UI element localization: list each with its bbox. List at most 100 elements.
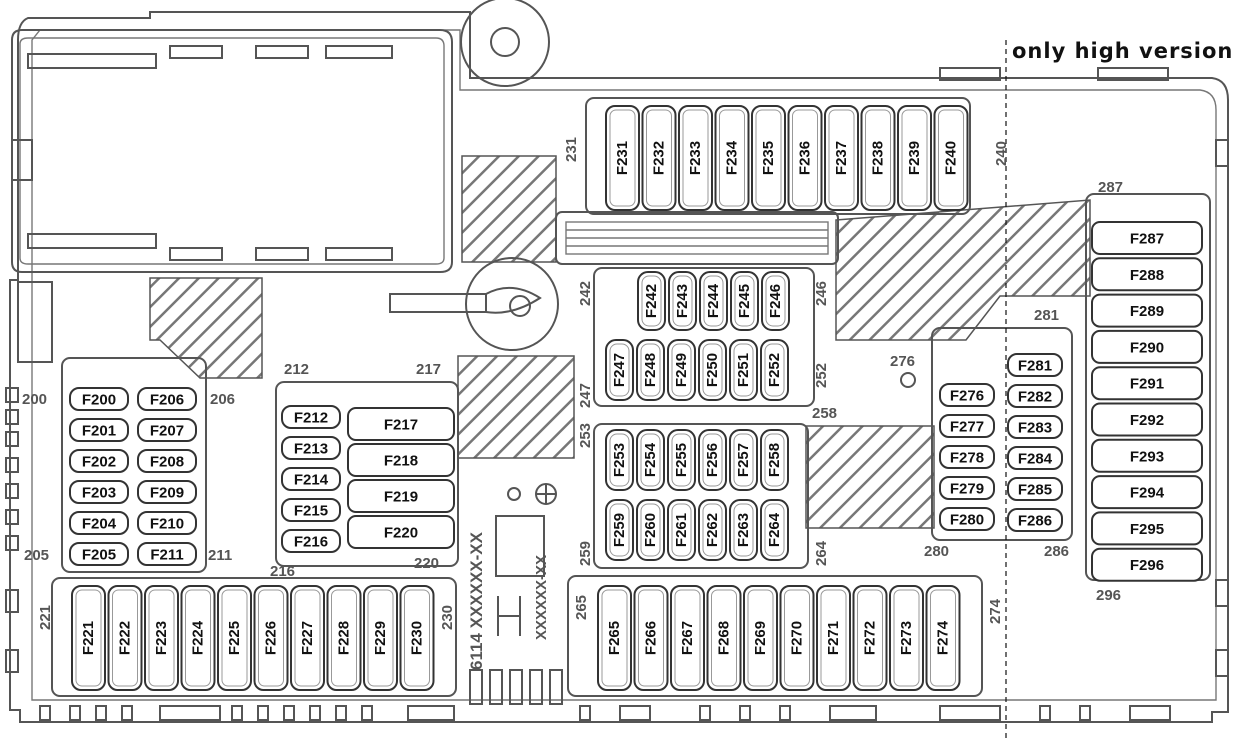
fuse-f257[interactable]: F257 [729, 429, 758, 491]
fuse-f247[interactable]: F247 [605, 339, 634, 401]
fuse-f289[interactable]: F289 [1091, 293, 1203, 328]
fuse-f270[interactable]: F270 [779, 585, 815, 691]
group-label-281: 281 [1034, 307, 1059, 324]
fuse-f244[interactable]: F244 [699, 271, 728, 331]
fuse-f277[interactable]: F277 [939, 414, 995, 438]
fuse-f248[interactable]: F248 [636, 339, 665, 401]
fuse-f278[interactable]: F278 [939, 445, 995, 469]
fuse-f240[interactable]: F240 [933, 105, 969, 211]
fuse-f280[interactable]: F280 [939, 507, 995, 531]
fuse-f290[interactable]: F290 [1091, 329, 1203, 364]
fuse-f231[interactable]: F231 [605, 105, 640, 211]
fuse-f229[interactable]: F229 [363, 585, 398, 691]
fuse-f276[interactable]: F276 [939, 383, 995, 407]
fuse-f286[interactable]: F286 [1007, 508, 1063, 532]
fuse-f206[interactable]: F206 [137, 387, 197, 411]
fuse-f224[interactable]: F224 [180, 585, 216, 691]
fuse-f262[interactable]: F262 [698, 499, 727, 561]
fuse-f216[interactable]: F216 [281, 529, 341, 553]
fuse-f274[interactable]: F274 [925, 585, 961, 691]
relay-socket-left [17, 281, 53, 363]
fuse-f212[interactable]: F212 [281, 405, 341, 429]
fuse-f218[interactable]: F218 [347, 443, 455, 477]
fuse-label-f276: F276 [950, 388, 984, 405]
fuse-f219[interactable]: F219 [347, 479, 455, 513]
fuse-f211[interactable]: F211 [137, 542, 197, 566]
fuse-f263[interactable]: F263 [729, 499, 758, 561]
fuse-f265[interactable]: F265 [597, 585, 632, 691]
fuse-f222[interactable]: F222 [107, 585, 143, 691]
fuse-f295[interactable]: F295 [1091, 511, 1203, 546]
fuse-f250[interactable]: F250 [698, 339, 727, 401]
fuse-f272[interactable]: F272 [852, 585, 888, 691]
fuse-f259[interactable]: F259 [605, 499, 634, 561]
fuse-f235[interactable]: F235 [751, 105, 786, 211]
fuse-f260[interactable]: F260 [636, 499, 665, 561]
high-version-note: only high version [1012, 39, 1233, 63]
fuse-f285[interactable]: F285 [1007, 477, 1063, 501]
fuse-f209[interactable]: F209 [137, 480, 197, 504]
fuse-f251[interactable]: F251 [729, 339, 758, 401]
fuse-f246[interactable]: F246 [761, 271, 790, 331]
fuse-f236[interactable]: F236 [787, 105, 823, 211]
fuse-f214[interactable]: F214 [281, 467, 341, 491]
fuse-f239[interactable]: F239 [897, 105, 932, 211]
fuse-f207[interactable]: F207 [137, 418, 197, 442]
fuse-f266[interactable]: F266 [633, 585, 669, 691]
fuse-f205[interactable]: F205 [69, 542, 129, 566]
fuse-f293[interactable]: F293 [1091, 438, 1203, 473]
fuse-f237[interactable]: F237 [824, 105, 859, 211]
fuse-f232[interactable]: F232 [641, 105, 677, 211]
fuse-f255[interactable]: F255 [667, 429, 696, 491]
fuse-f283[interactable]: F283 [1007, 415, 1063, 439]
fuse-label-f247: F247 [611, 353, 628, 387]
fuse-f253[interactable]: F253 [605, 429, 634, 491]
fuse-f200[interactable]: F200 [69, 387, 129, 411]
fuse-f226[interactable]: F226 [253, 585, 289, 691]
fuse-f279[interactable]: F279 [939, 476, 995, 500]
fuse-f252[interactable]: F252 [760, 339, 789, 401]
fuse-f267[interactable]: F267 [670, 585, 705, 691]
fuse-f287[interactable]: F287 [1091, 221, 1203, 255]
fuse-f291[interactable]: F291 [1091, 366, 1203, 401]
fuse-f281[interactable]: F281 [1007, 353, 1063, 377]
fuse-f256[interactable]: F256 [698, 429, 727, 491]
fuse-f208[interactable]: F208 [137, 449, 197, 473]
fuse-f242[interactable]: F242 [637, 271, 666, 331]
fuse-f268[interactable]: F268 [706, 585, 742, 691]
fuse-f221[interactable]: F221 [71, 585, 106, 691]
fuse-f233[interactable]: F233 [678, 105, 713, 211]
fuse-f234[interactable]: F234 [714, 105, 750, 211]
fuse-f203[interactable]: F203 [69, 480, 129, 504]
fuse-f254[interactable]: F254 [636, 429, 665, 491]
fuse-f210[interactable]: F210 [137, 511, 197, 535]
fuse-f271[interactable]: F271 [816, 585, 851, 691]
fuse-f227[interactable]: F227 [290, 585, 325, 691]
fuse-f238[interactable]: F238 [860, 105, 896, 211]
fuse-f288[interactable]: F288 [1091, 257, 1203, 292]
fuse-f230[interactable]: F230 [399, 585, 435, 691]
fuse-f245[interactable]: F245 [730, 271, 759, 331]
fuse-f223[interactable]: F223 [144, 585, 179, 691]
fuse-f204[interactable]: F204 [69, 511, 129, 535]
fuse-f225[interactable]: F225 [217, 585, 252, 691]
fuse-f220[interactable]: F220 [347, 515, 455, 549]
fuse-f258[interactable]: F258 [760, 429, 789, 491]
fuse-f282[interactable]: F282 [1007, 384, 1063, 408]
fuse-f228[interactable]: F228 [326, 585, 362, 691]
fuse-f201[interactable]: F201 [69, 418, 129, 442]
fuse-f269[interactable]: F269 [743, 585, 778, 691]
fuse-f249[interactable]: F249 [667, 339, 696, 401]
fuse-f202[interactable]: F202 [69, 449, 129, 473]
fuse-f261[interactable]: F261 [667, 499, 696, 561]
fuse-f215[interactable]: F215 [281, 498, 341, 522]
fuse-f213[interactable]: F213 [281, 436, 341, 460]
fuse-f273[interactable]: F273 [889, 585, 924, 691]
fuse-f292[interactable]: F292 [1091, 402, 1203, 437]
fuse-f264[interactable]: F264 [760, 499, 789, 561]
fuse-f217[interactable]: F217 [347, 407, 455, 441]
fuse-f243[interactable]: F243 [668, 271, 697, 331]
fuse-f284[interactable]: F284 [1007, 446, 1063, 470]
fuse-f294[interactable]: F294 [1091, 475, 1203, 510]
fuse-f296[interactable]: F296 [1091, 547, 1203, 582]
